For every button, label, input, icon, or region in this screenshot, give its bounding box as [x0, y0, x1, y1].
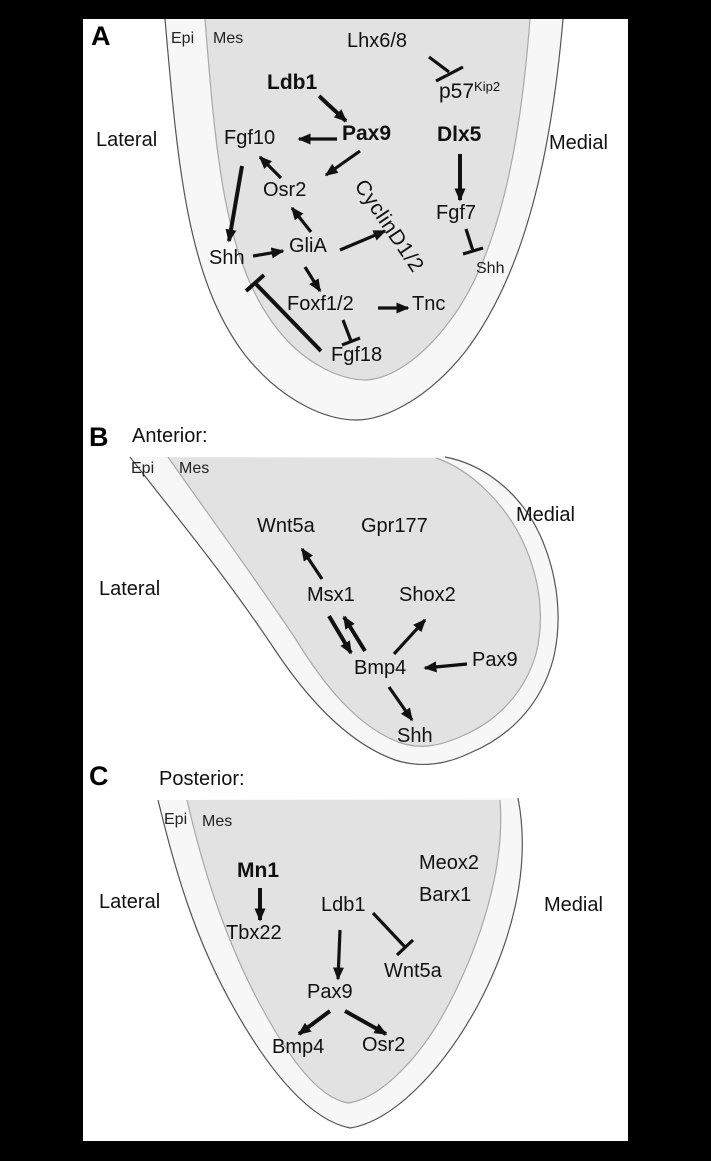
node-msx1: Msx1 [307, 584, 355, 606]
mesenchyme-c [187, 800, 501, 1103]
mesenchyme-a [205, 19, 530, 380]
arrow-bmp4-shh [387, 686, 414, 722]
node-wnt5a-c: Wnt5a [384, 960, 442, 982]
arrow-fgf10-shh [225, 165, 244, 243]
node-wnt5a-b: Wnt5a [257, 515, 315, 537]
node-pax9-b: Pax9 [472, 649, 518, 671]
interactions-a [225, 55, 484, 353]
node-bmp4-b: Bmp4 [354, 657, 407, 679]
node-dlx5: Dlx5 [437, 123, 482, 146]
node-p57-base: p57 [439, 80, 475, 103]
panel-letter-b: B [89, 422, 109, 452]
node-pax9-c: Pax9 [307, 981, 353, 1003]
arrow-msx1-bmp4 [327, 614, 353, 655]
label-medial-a: Medial [549, 132, 608, 154]
label-mes-a: Mes [213, 30, 244, 47]
node-shox2: Shox2 [399, 584, 456, 606]
arrow-pax9-osr2 [324, 149, 361, 177]
arrow-msx1-wnt5a [300, 547, 324, 580]
epithelium-b-outline [129, 456, 559, 766]
arrow-bmp4-shox2 [392, 618, 427, 656]
node-foxf12: Foxf1/2 [287, 293, 354, 315]
node-tbx22: Tbx22 [226, 922, 282, 944]
node-fgf7: Fgf7 [436, 202, 477, 224]
mesenchyme-a-outline [204, 18, 531, 381]
arrow-glia-cyclind [339, 229, 387, 252]
label-medial-c: Medial [544, 894, 603, 916]
arrow-pax9-osr2 [344, 1009, 388, 1036]
node-gpr177: Gpr177 [361, 515, 428, 537]
arrow-glia-osr2 [290, 206, 313, 233]
interactions-c [254, 888, 415, 1036]
label-epi-b: Epi [131, 460, 155, 477]
node-p57kip2: p57Kip2 [439, 80, 500, 103]
node-meox2: Meox2 [419, 852, 480, 874]
inhibition-lhx68-p57 [428, 55, 464, 83]
node-glia: GliA [289, 235, 327, 257]
arrow-ldb1-pax9 [317, 94, 348, 123]
node-ldb1-a: Ldb1 [267, 71, 318, 94]
inhibition-foxf12-fgf18 [341, 319, 361, 347]
mesenchyme-c-outline [186, 799, 502, 1104]
node-shh-lateral: Shh [209, 247, 245, 269]
node-shh-medial: Shh [476, 260, 505, 277]
shelf-outline-b [129, 456, 559, 766]
node-barx1: Barx1 [419, 884, 472, 906]
label-epi-c: Epi [164, 811, 188, 828]
node-osr2-a: Osr2 [263, 179, 307, 201]
epithelium-c-outline [157, 797, 523, 1129]
node-lhx68: Lhx6/8 [347, 30, 408, 52]
label-lateral-b: Lateral [99, 578, 161, 600]
node-fgf18: Fgf18 [331, 344, 383, 366]
node-osr2-c: Osr2 [362, 1034, 406, 1056]
label-lateral-c: Lateral [99, 891, 161, 913]
node-fgf10: Fgf10 [224, 127, 276, 149]
node-bmp4-c: Bmp4 [272, 1036, 325, 1058]
node-ldb1-c: Ldb1 [321, 894, 366, 916]
node-tnc: Tnc [412, 293, 446, 315]
panel-letter-a: A [91, 21, 111, 51]
label-mes-b: Mes [179, 460, 210, 477]
inhibition-fgf18-shh [244, 273, 323, 353]
arrow-osr2-fgf10 [258, 155, 283, 180]
node-p57-superscript: Kip2 [474, 79, 501, 94]
inhibition-fgf7-shh [462, 228, 484, 256]
label-lateral-a: Lateral [96, 129, 158, 151]
panel-title-c: Posterior: [159, 768, 245, 790]
label-medial-b: Medial [516, 504, 575, 526]
panel-title-b: Anterior: [132, 425, 208, 447]
interactions-b [300, 547, 468, 722]
panel-letter-c: C [89, 761, 109, 791]
arrow-pax9-bmp4 [423, 661, 468, 673]
arrow-ldb1-pax9 [332, 929, 344, 981]
arrow-bmp4-msx1 [342, 615, 367, 653]
node-shh-b: Shh [397, 725, 433, 747]
label-mes-c: Mes [202, 813, 233, 830]
mesenchyme-b [168, 457, 541, 747]
arrow-pax9-bmp4 [297, 1009, 332, 1036]
mesenchyme-b-outline [167, 456, 542, 747]
label-epi-a: Epi [171, 30, 195, 47]
node-mn1: Mn1 [237, 859, 279, 882]
arrow-shh-glia [252, 247, 285, 259]
epithelium-a-outline [164, 18, 564, 421]
node-pax9-a: Pax9 [342, 122, 392, 145]
inhibition-ldb1-wnt5a [371, 911, 415, 957]
arrow-glia-foxf12 [303, 266, 322, 293]
shelf-outline-a [164, 18, 564, 421]
